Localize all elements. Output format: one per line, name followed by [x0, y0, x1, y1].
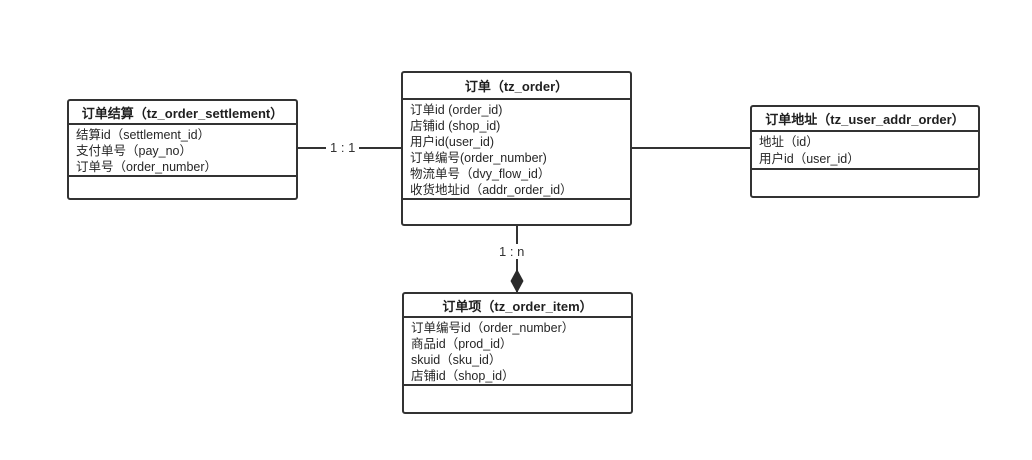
- entity-order-address: 订单地址（tz_user_addr_order） 地址（id） 用户id（use…: [750, 105, 980, 198]
- entity-footer: [403, 200, 630, 224]
- entity-title: 订单（tz_order）: [403, 73, 630, 100]
- field-row: 订单号（order_number）: [76, 160, 218, 174]
- entity-footer: [404, 386, 631, 412]
- entity-footer: [69, 177, 296, 198]
- field-row: 物流单号（dvy_flow_id）: [410, 167, 551, 181]
- entity-order: 订单（tz_order） 订单id (order_id) 店铺id (shop_…: [401, 71, 632, 226]
- field-row: 订单编号id（order_number）: [411, 321, 575, 335]
- entity-title: 订单地址（tz_user_addr_order）: [752, 107, 978, 132]
- entity-fields: 订单id (order_id) 店铺id (shop_id) 用户id(user…: [403, 100, 630, 200]
- composition-diamond-icon: [510, 269, 524, 293]
- entity-fields: 订单编号id（order_number） 商品id（prod_id） skuid…: [404, 318, 631, 386]
- entity-order-settlement: 订单结算（tz_order_settlement） 结算id（settlemen…: [67, 99, 298, 200]
- entity-order-item: 订单项（tz_order_item） 订单编号id（order_number） …: [402, 292, 633, 414]
- entity-footer: [752, 170, 978, 196]
- field-row: 店铺id（shop_id）: [411, 369, 515, 383]
- field-row: 订单编号(order_number): [410, 151, 547, 165]
- relationship-line-order-addr: [632, 147, 750, 149]
- entity-fields: 地址（id） 用户id（user_id）: [752, 132, 978, 170]
- field-row: 店铺id (shop_id): [410, 119, 501, 133]
- field-row: 收货地址id（addr_order_id）: [410, 183, 573, 197]
- field-row: 支付单号（pay_no）: [76, 144, 193, 158]
- field-row: 用户id（user_id）: [759, 152, 860, 166]
- field-row: 用户id(user_id): [410, 135, 495, 149]
- field-row: skuid（sku_id）: [411, 353, 502, 367]
- entity-title: 订单项（tz_order_item）: [404, 294, 631, 318]
- multiplicity-label-one-to-n: 1 : n: [495, 244, 529, 259]
- multiplicity-label-one-to-one: 1 : 1: [326, 140, 360, 155]
- field-row: 订单id (order_id): [410, 103, 503, 117]
- field-row: 结算id（settlement_id）: [76, 128, 211, 142]
- entity-fields: 结算id（settlement_id） 支付单号（pay_no） 订单号（ord…: [69, 125, 296, 177]
- field-row: 地址（id）: [759, 135, 819, 149]
- relationship-line-order-item: [516, 226, 518, 292]
- field-row: 商品id（prod_id）: [411, 337, 513, 351]
- entity-title: 订单结算（tz_order_settlement）: [69, 101, 296, 125]
